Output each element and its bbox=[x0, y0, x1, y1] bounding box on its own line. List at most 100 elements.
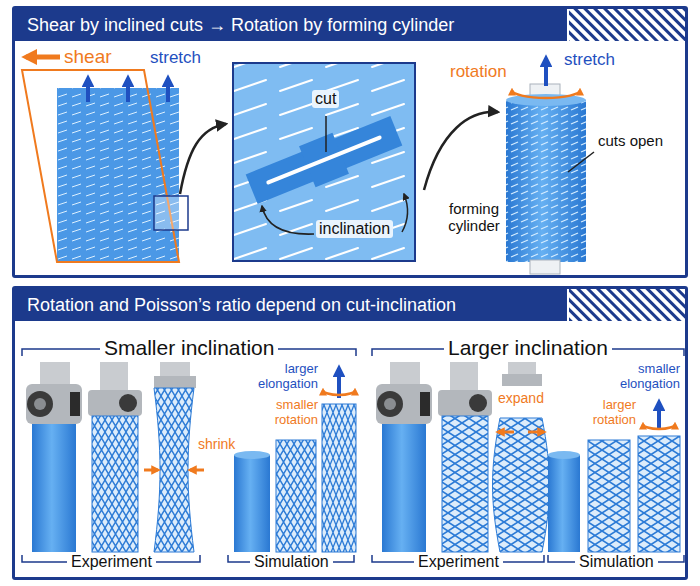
experiment-small bbox=[144, 469, 158, 472]
cut-sheet bbox=[22, 57, 226, 262]
header-stripes bbox=[569, 289, 685, 321]
simulation-small bbox=[276, 440, 316, 552]
experiment-small bbox=[32, 424, 76, 552]
experiment-large bbox=[502, 374, 542, 386]
zoom-detail bbox=[402, 194, 408, 232]
formed-cylinder bbox=[506, 100, 586, 262]
experiment-large bbox=[420, 392, 430, 416]
experiment-small bbox=[88, 390, 142, 416]
experiment-small bbox=[26, 362, 204, 552]
simulation-small bbox=[234, 455, 270, 552]
cut-sheet bbox=[26, 55, 60, 60]
panel-heading: Rotation and Poisson’s ratio depend on c… bbox=[15, 289, 567, 321]
group-caption: Experiment bbox=[414, 553, 503, 571]
formed-cylinder bbox=[506, 58, 594, 274]
rotation-label: rotation bbox=[450, 62, 507, 82]
experiment-large bbox=[442, 416, 488, 552]
experiment-small bbox=[154, 376, 196, 388]
cut-sheet bbox=[86, 78, 90, 102]
zoom-box: cut inclination bbox=[232, 62, 416, 262]
group-heading: Smaller inclination bbox=[100, 336, 278, 360]
zoom-detail bbox=[246, 116, 403, 204]
cut-sheet bbox=[126, 78, 130, 102]
experiment-small bbox=[92, 416, 138, 552]
experiment-small bbox=[27, 391, 53, 417]
simulation-small bbox=[323, 390, 355, 395]
zoom-detail bbox=[234, 64, 414, 260]
panel-heading: Shear by inclined cuts → Rotation by for… bbox=[15, 9, 567, 41]
formed-cylinder bbox=[568, 152, 594, 172]
experiment-large bbox=[390, 362, 420, 386]
header-stripes bbox=[569, 9, 685, 41]
experiment-small bbox=[34, 398, 46, 410]
experiment-large bbox=[376, 362, 550, 552]
experiment-small bbox=[160, 362, 190, 378]
cut-sheet bbox=[57, 88, 179, 262]
formed-cylinder bbox=[530, 260, 560, 274]
part-label: inclination bbox=[316, 220, 393, 238]
experiment-large bbox=[382, 424, 426, 552]
simulation-small bbox=[322, 404, 356, 552]
simulation-large bbox=[657, 402, 661, 430]
simulation-large bbox=[588, 440, 630, 552]
simulation-large bbox=[643, 424, 675, 429]
experiment-small bbox=[190, 469, 204, 472]
panel: Shear by inclined cuts → Rotation by for… bbox=[12, 6, 688, 278]
simulation-large bbox=[638, 436, 680, 552]
cut-sheet bbox=[154, 196, 188, 230]
formed-cylinder bbox=[544, 58, 548, 86]
experiment-small bbox=[154, 388, 194, 552]
forming-arrow bbox=[424, 112, 498, 190]
experiment-large bbox=[384, 398, 396, 410]
step-label: forming cylinder bbox=[436, 200, 512, 235]
experiment-small bbox=[40, 362, 70, 386]
callout-label: cuts open bbox=[598, 132, 663, 149]
simulation-large bbox=[548, 455, 580, 552]
experiment-large bbox=[376, 384, 432, 424]
deformation-label: shrink bbox=[198, 436, 235, 452]
zoom-detail bbox=[262, 206, 314, 234]
result-label: larger elongation bbox=[244, 362, 318, 392]
zoom-detail bbox=[268, 138, 379, 183]
zoom-detail bbox=[234, 64, 414, 260]
part-label: cut bbox=[312, 90, 339, 108]
cut-sheet bbox=[180, 124, 226, 194]
experiment-large bbox=[469, 394, 487, 412]
result-label: smaller elongation bbox=[608, 362, 680, 392]
zoom-detail bbox=[325, 116, 327, 152]
experiment-large bbox=[450, 362, 478, 392]
stretch-label: stretch bbox=[150, 48, 201, 68]
panel: Rotation and Poisson’s ratio depend on c… bbox=[12, 286, 688, 580]
formed-cylinder bbox=[506, 100, 586, 262]
experiment-large bbox=[438, 390, 492, 416]
group-caption: Simulation bbox=[250, 553, 333, 571]
bracket-lines bbox=[22, 349, 684, 562]
experiment-small bbox=[26, 384, 82, 424]
experiment-large bbox=[528, 431, 544, 434]
formed-cylinder bbox=[512, 90, 580, 98]
stretch-label: stretch bbox=[564, 50, 615, 70]
experiment-large bbox=[508, 362, 536, 376]
deformation-label: expand bbox=[494, 390, 548, 406]
result-label: larger rotation bbox=[566, 398, 636, 428]
experiment-small bbox=[100, 362, 128, 392]
forming-arrow bbox=[424, 112, 498, 190]
zoom-detail bbox=[243, 110, 404, 209]
experiment-small bbox=[70, 392, 80, 416]
experiment-large bbox=[493, 418, 550, 552]
simulation-small bbox=[234, 368, 356, 552]
cut-sheet bbox=[166, 78, 170, 102]
experiment-large bbox=[498, 431, 514, 434]
group-heading: Larger inclination bbox=[444, 336, 612, 360]
simulation-small bbox=[234, 451, 270, 459]
simulation-large bbox=[548, 451, 580, 459]
shear-label: shear bbox=[64, 46, 112, 68]
group-caption: Simulation bbox=[575, 553, 658, 571]
cut-sheet bbox=[22, 70, 179, 262]
group-caption: Experiment bbox=[67, 553, 156, 571]
simulation-small bbox=[337, 368, 341, 398]
result-label: smaller rotation bbox=[244, 398, 318, 428]
experiment-small bbox=[119, 394, 137, 412]
experiment-large bbox=[377, 391, 403, 417]
